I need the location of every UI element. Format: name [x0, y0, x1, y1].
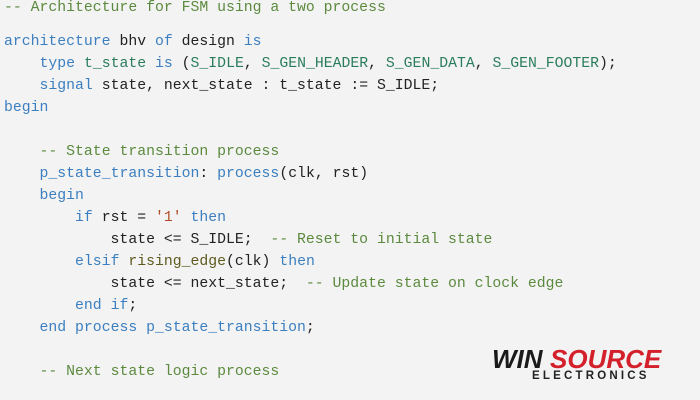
code-token: -- Next state logic process — [39, 364, 280, 380]
logo-source: SOURCE — [550, 344, 662, 374]
code-token: (clk) — [226, 254, 280, 270]
winsource-logo: WIN SOURCE ELECTRONICS — [490, 344, 680, 388]
code-token: then — [190, 210, 227, 226]
code-token — [4, 144, 40, 160]
code-token: -- Reset to initial state — [270, 232, 493, 248]
code-token: ; — [128, 298, 138, 314]
code-token: type — [39, 56, 76, 72]
code-token: S_GEN_DATA — [385, 56, 475, 72]
code-token: is — [155, 56, 173, 72]
code-token: t_state — [83, 56, 147, 72]
code-line: p_state_transition: process(clk, rst) — [4, 163, 369, 185]
code-token: (clk, rst) — [279, 166, 369, 182]
code-token: p_state_transition — [39, 166, 200, 182]
code-token: ; — [305, 320, 315, 336]
code-line: elsif rising_edge(clk) then — [4, 251, 315, 273]
code-token: signal — [39, 78, 93, 94]
code-token: S_GEN_FOOTER — [492, 56, 600, 72]
code-token: S_GEN_HEADER — [261, 56, 369, 72]
code-token: , — [368, 56, 386, 72]
code-token: : — [199, 166, 218, 182]
logo-subtitle: ELECTRONICS — [532, 370, 650, 382]
code-token — [4, 78, 40, 94]
code-token: ( — [172, 56, 191, 72]
code-token: state <= next_state; — [4, 276, 306, 292]
code-token: end process p_state_transition — [39, 320, 306, 336]
code-token — [4, 210, 75, 226]
code-token: then — [279, 254, 315, 270]
code-token — [4, 320, 40, 336]
code-token — [4, 166, 40, 182]
code-line: state <= S_IDLE; -- Reset to initial sta… — [4, 229, 493, 251]
code-token: , — [243, 56, 262, 72]
code-token — [182, 210, 191, 226]
code-token: S_IDLE — [190, 56, 244, 72]
code-token: of — [154, 34, 173, 50]
code-token — [4, 254, 75, 270]
code-line: begin — [4, 97, 48, 119]
code-token: if — [75, 210, 93, 226]
code-token — [119, 254, 128, 270]
code-token: begin — [39, 188, 84, 204]
code-line: end process p_state_transition; — [4, 317, 315, 339]
code-token — [4, 364, 40, 380]
code-line: -- Architecture for FSM using a two proc… — [4, 0, 386, 19]
code-token: rising_edge — [128, 254, 227, 270]
code-line: state <= next_state; -- Update state on … — [4, 273, 564, 295]
code-line: -- State transition process — [4, 141, 280, 163]
code-token: state <= S_IDLE; — [4, 232, 271, 248]
code-line: architecture bhv of design is — [4, 31, 262, 53]
code-token: bhv — [110, 34, 155, 50]
code-token: elsif — [75, 254, 120, 270]
code-token — [4, 298, 75, 314]
code-token: architecture — [4, 34, 111, 50]
code-line: -- Next state logic process — [4, 361, 280, 383]
code-token: design — [172, 34, 244, 50]
code-line: type t_state is (S_IDLE, S_GEN_HEADER, S… — [4, 53, 617, 75]
code-token: rst = — [92, 210, 155, 226]
code-line: if rst = '1' then — [4, 207, 226, 229]
code-line: end if; — [4, 295, 137, 317]
code-token: -- State transition process — [39, 144, 280, 160]
code-token: state, next_state : t_state := S_IDLE; — [92, 78, 440, 94]
code-line: signal state, next_state : t_state := S_… — [4, 75, 440, 97]
code-line: begin — [4, 185, 84, 207]
logo-win: WIN — [492, 344, 544, 374]
code-token: , — [474, 56, 493, 72]
code-token — [75, 56, 84, 72]
code-token: end if — [75, 298, 129, 314]
code-token: -- Update state on clock edge — [305, 276, 564, 292]
code-token — [4, 188, 40, 204]
code-token: ); — [599, 56, 617, 72]
code-token: begin — [4, 100, 49, 116]
code-token: -- Architecture for FSM using a two proc… — [4, 0, 386, 16]
logo-wordmark: WIN SOURCE — [492, 344, 662, 374]
code-token: process — [217, 166, 280, 182]
code-token — [4, 56, 40, 72]
code-token — [146, 56, 155, 72]
code-token: '1' — [154, 210, 182, 226]
code-token: is — [243, 34, 262, 50]
